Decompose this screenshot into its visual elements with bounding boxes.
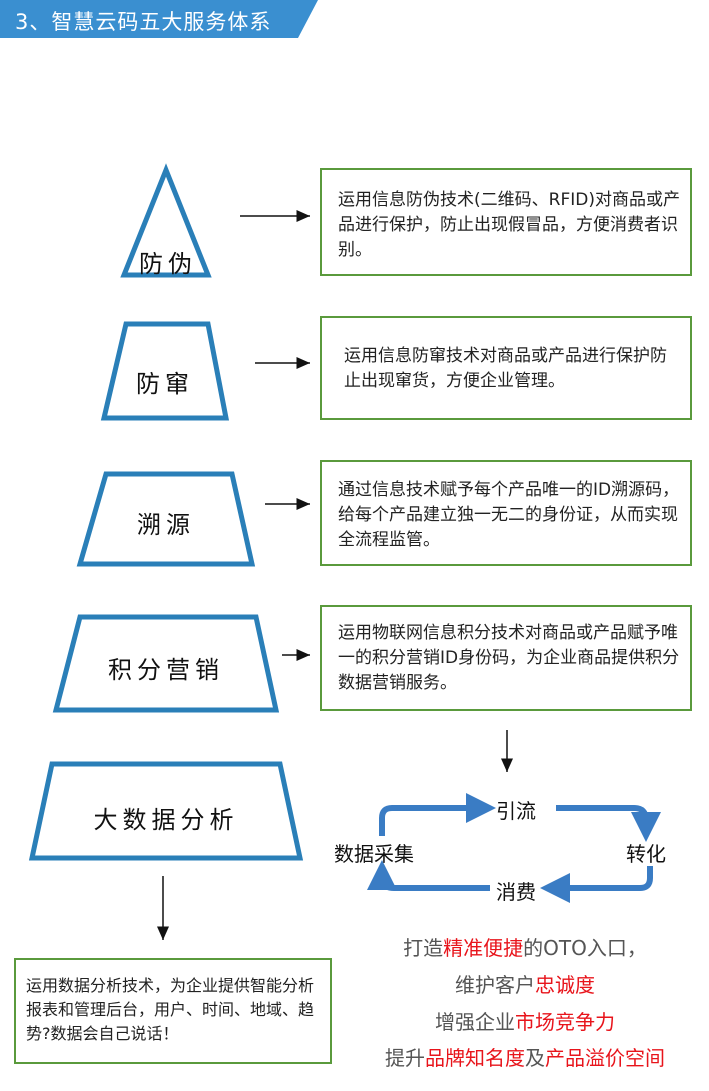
slogan-1-a: 打造 bbox=[403, 936, 444, 960]
slogan-3-b: 市场竞争力 bbox=[515, 1010, 615, 1034]
cycle-arrow-top bbox=[379, 793, 496, 836]
slogan-2-a: 维护客户 bbox=[455, 973, 535, 997]
label-dashuju: 大数据分析 bbox=[93, 806, 239, 834]
cycle-label-left: 数据采集 bbox=[334, 842, 414, 866]
slogan-3-a: 增强企业 bbox=[435, 1010, 515, 1034]
page-title: 3、智慧云码五大服务体系 bbox=[15, 10, 272, 34]
slogan-4-c: 及 bbox=[525, 1046, 545, 1070]
slogan-1-c: 的OTO入口， bbox=[523, 936, 647, 960]
header-ribbon bbox=[0, 0, 318, 38]
desc-jifen: 运用物联网信息积分技术对商品或产品赋予唯一的积分营销ID身份码，为企业商品提供积… bbox=[320, 605, 692, 711]
cycle-label-bottom: 消费 bbox=[496, 880, 536, 904]
label-fangwei: 防伪 bbox=[139, 250, 197, 278]
slogan-4-b: 品牌知名度 bbox=[425, 1046, 525, 1070]
shape-jifen bbox=[52, 614, 280, 713]
cycle-arrow-right-top bbox=[556, 805, 661, 842]
slogan-1-b: 精准便捷 bbox=[443, 936, 524, 960]
label-fangcuan: 防窜 bbox=[136, 370, 194, 398]
cycle-label-right: 转化 bbox=[626, 842, 666, 866]
slogan-4-a: 提升 bbox=[385, 1046, 425, 1070]
cycle-label-top: 引流 bbox=[496, 799, 536, 823]
shape-dashuju bbox=[28, 761, 304, 861]
slogan-4-d: 产品溢价空间 bbox=[545, 1046, 665, 1070]
shape-suyuan bbox=[76, 471, 256, 567]
label-jifen: 积分营销 bbox=[108, 656, 224, 684]
slogan-line-2: 维护客户忠诚度 bbox=[340, 969, 709, 998]
slogan-line-4: 提升品牌知名度及产品溢价空间 bbox=[340, 1042, 709, 1071]
shape-fangcuan bbox=[100, 321, 230, 421]
label-suyuan: 溯源 bbox=[137, 511, 195, 539]
desc-fangcuan: 运用信息防窜技术对商品或产品进行保护防止出现窜货，方便企业管理。 bbox=[320, 316, 692, 420]
desc-dashuju: 运用数据分析技术，为企业提供智能分析报表和管理后台，用户、时间、地域、趋势?数据… bbox=[14, 958, 332, 1064]
slogan-line-1: 打造精准便捷的OTO入口， bbox=[340, 932, 709, 961]
desc-fangwei: 运用信息防伪技术(二维码、RFID)对商品或产品进行保护，防止出现假冒品，方便消… bbox=[320, 168, 692, 276]
desc-suyuan: 通过信息技术赋予每个产品唯一的ID溯源码，给每个产品建立独一无二的身份证，从而实… bbox=[320, 460, 692, 566]
cycle-arrow-bottom bbox=[367, 860, 490, 891]
slogan-2-b: 忠诚度 bbox=[535, 973, 595, 997]
shape-fangwei bbox=[120, 163, 212, 278]
slogan-line-3: 增强企业市场竞争力 bbox=[340, 1006, 709, 1035]
cycle-arrow-right-bottom bbox=[540, 866, 653, 903]
